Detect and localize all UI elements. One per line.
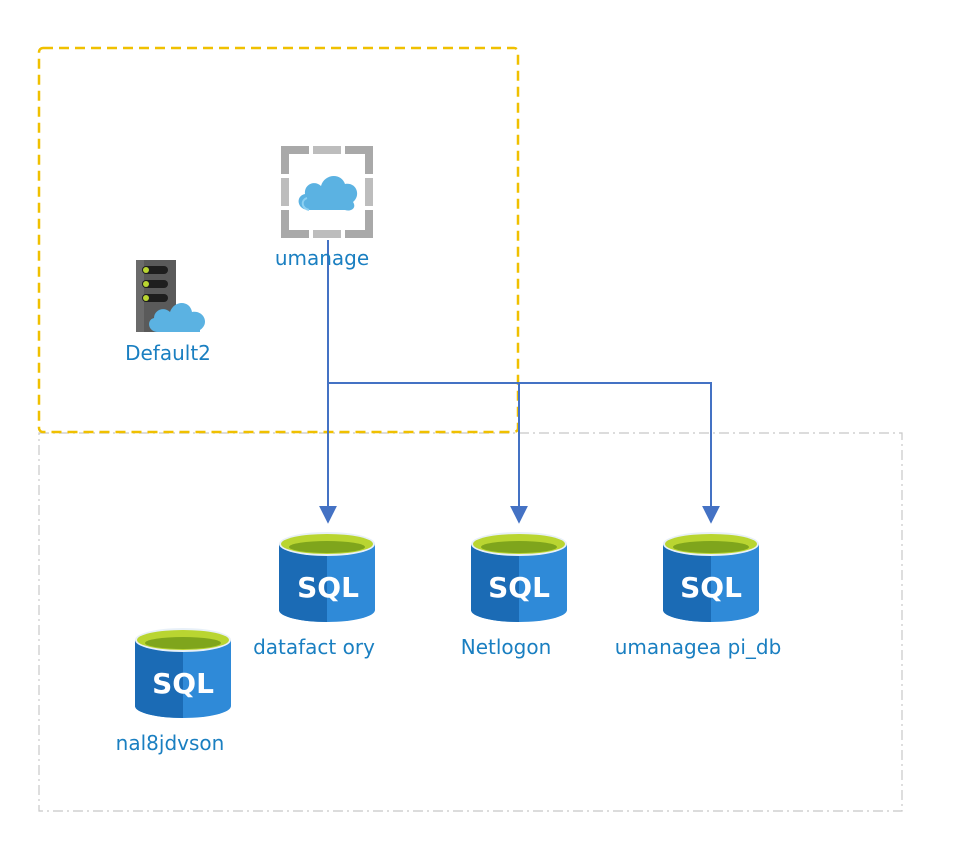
node-label: umanage xyxy=(275,246,369,270)
sql-icon-text: SQL xyxy=(488,571,550,604)
node-label: Default2 xyxy=(125,341,211,365)
node-label: nal8jdvson xyxy=(116,731,225,755)
node-netlogon[interactable]: SQL Netlogon xyxy=(461,532,567,659)
node-umanage[interactable]: umanage xyxy=(275,145,374,270)
sql-icon-text: SQL xyxy=(152,667,214,700)
connectors xyxy=(319,240,720,524)
app-service-plan-group-boundary xyxy=(37,46,520,434)
edge-umanage-to-umanageapi-db xyxy=(519,382,720,524)
sql-icon-text: SQL xyxy=(297,571,359,604)
sql-icon-text: SQL xyxy=(680,571,742,604)
app-service-plan-icon xyxy=(136,260,206,332)
node-label: umanagea pi_db xyxy=(615,635,782,659)
node-umanageapi-db[interactable]: SQL umanagea pi_db xyxy=(615,532,782,659)
node-nal8jdvson[interactable]: SQL nal8jdvson xyxy=(116,628,231,755)
node-label: datafact ory xyxy=(253,635,375,659)
node-default2[interactable]: Default2 xyxy=(125,260,211,365)
app-service-icon xyxy=(280,145,374,239)
node-datafactory[interactable]: SQL datafact ory xyxy=(253,532,375,659)
edge-umanage-to-netlogon xyxy=(328,382,528,524)
node-label: Netlogon xyxy=(461,635,552,659)
